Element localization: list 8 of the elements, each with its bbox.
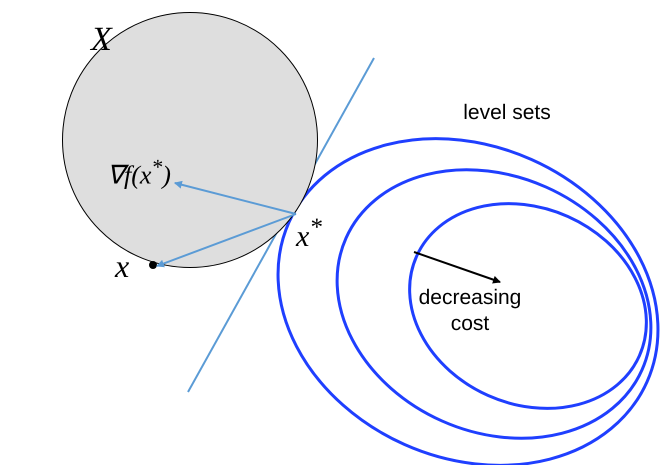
arrow	[156, 213, 296, 268]
point-label: x	[115, 249, 157, 283]
gradient-label: ∇f(x$^{*}$)	[107, 141, 171, 193]
level-sets-label: level sets	[462, 100, 552, 126]
point-label: x$^{*}$	[296, 206, 330, 246]
set-label: X	[91, 21, 112, 59]
arrow	[174, 180, 296, 215]
direction-label: decreasing cost	[418, 285, 522, 338]
